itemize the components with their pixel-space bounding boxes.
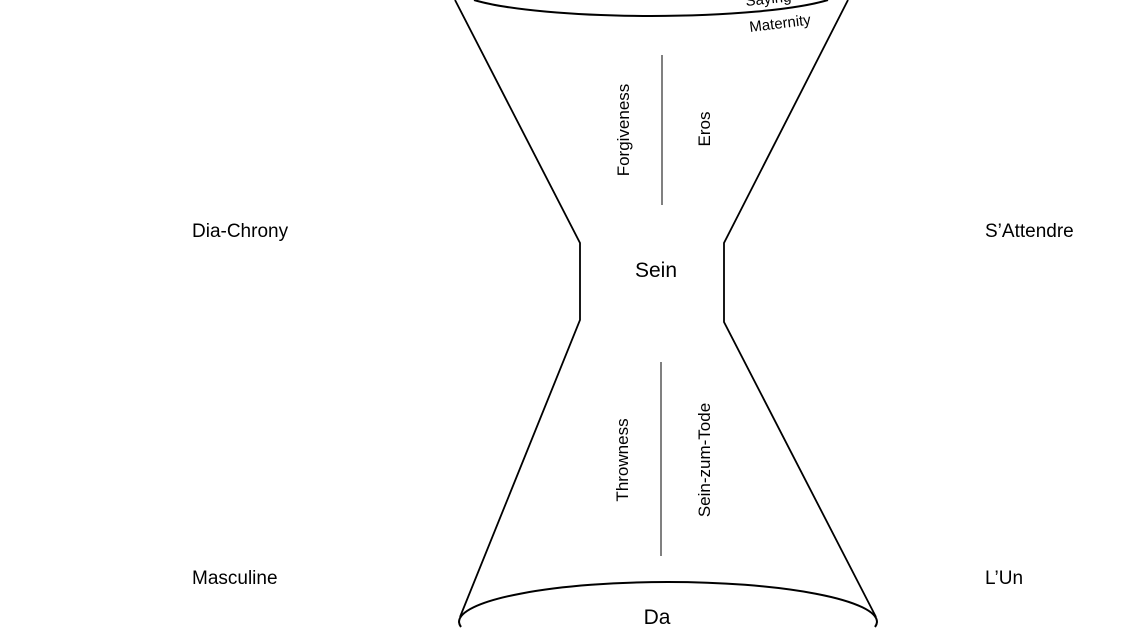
sein-zum-tode-label: Sein-zum-Tode bbox=[695, 403, 714, 517]
sein-label: Sein bbox=[635, 259, 677, 282]
masculine-label: Masculine bbox=[192, 568, 278, 589]
forgiveness-label: Forgiveness bbox=[614, 84, 633, 177]
eros-label: Eros bbox=[695, 112, 714, 147]
right-outline bbox=[723, 0, 877, 618]
da-label: Da bbox=[644, 606, 671, 628]
bottom-ellipse bbox=[457, 581, 879, 628]
saying-label: Saying bbox=[745, 0, 792, 10]
left-outline bbox=[454, 0, 581, 618]
dia-chrony-label: Dia-Chrony bbox=[192, 221, 289, 242]
throwness-label: Throwness bbox=[613, 418, 632, 501]
l-un-label: L’Un bbox=[985, 568, 1023, 589]
maternity-label: Maternity bbox=[748, 12, 812, 36]
top-ellipse bbox=[473, 0, 829, 17]
s-attendre-label: S’Attendre bbox=[985, 221, 1074, 242]
